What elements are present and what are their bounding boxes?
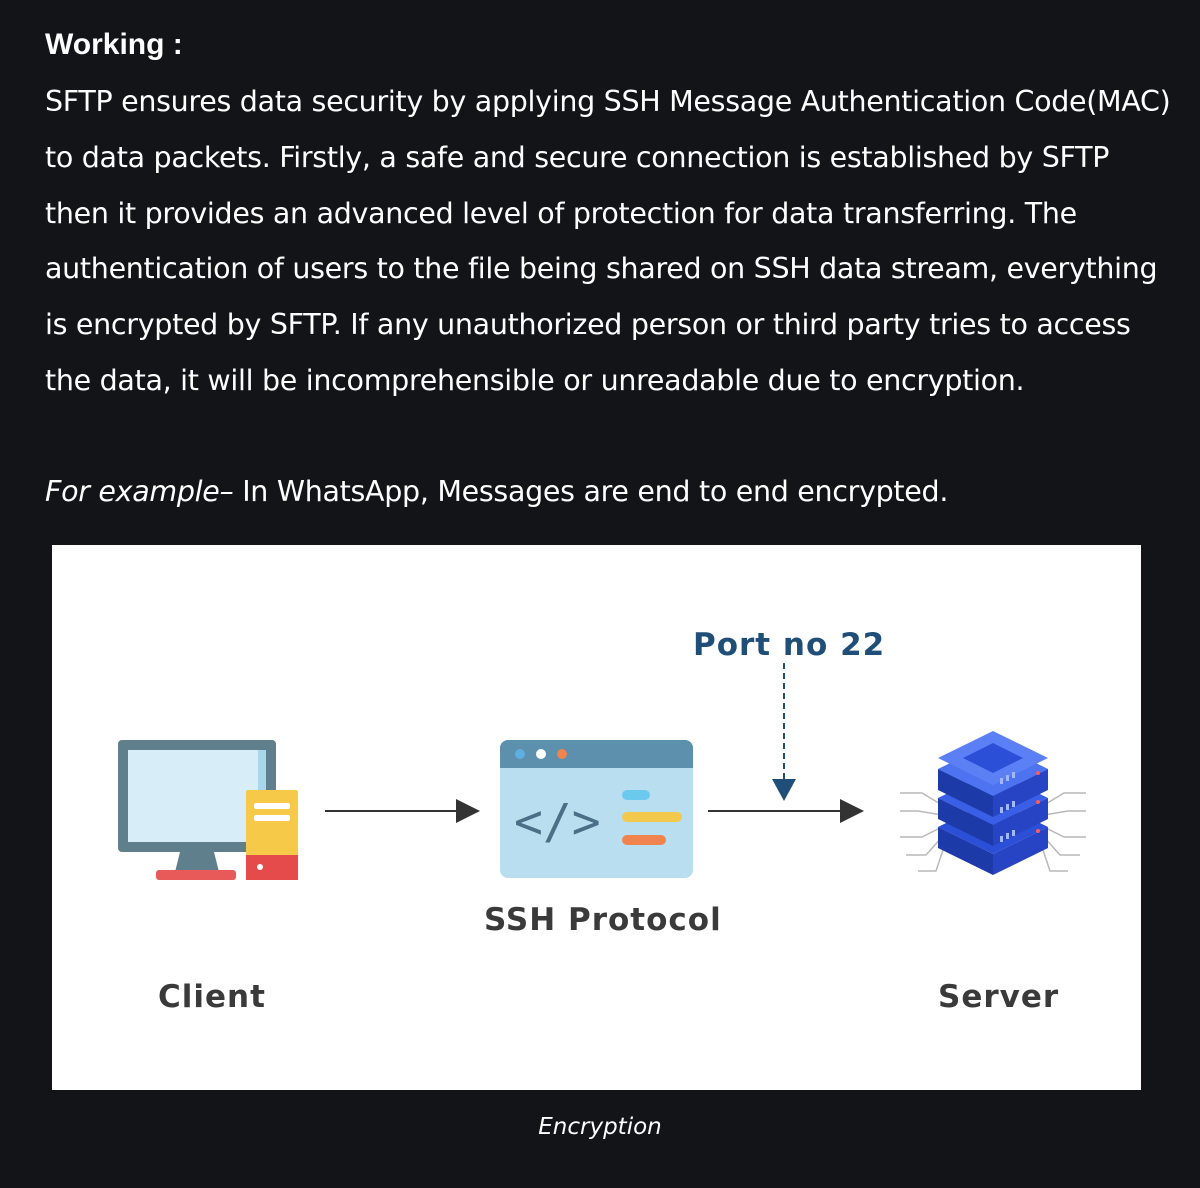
example-label: For example– [45, 475, 234, 508]
section-heading: Working : [45, 28, 183, 61]
example-line: For example– In WhatsApp, Messages are e… [45, 464, 948, 520]
diagram-canvas: </> [118, 663, 1086, 880]
client-computer-icon [118, 740, 298, 880]
ssh-code-window-icon: </> [500, 740, 693, 878]
figure-caption: Encryption [538, 1114, 662, 1140]
example-text: In WhatsApp, Messages are end to end enc… [233, 475, 949, 508]
arrow-client-to-ssh [325, 799, 480, 823]
code-glyph: </> [514, 794, 601, 850]
ssh-protocol-label: SSH Protocol [484, 902, 722, 938]
server-stack-icon [900, 731, 1086, 875]
port-label: Port no 22 [693, 627, 886, 663]
port-dashed-pointer [772, 663, 796, 801]
body-paragraph: SFTP ensures data security by applying S… [45, 85, 1171, 397]
sftp-diagram: </> [52, 545, 1141, 1090]
arrow-ssh-to-server [708, 799, 864, 823]
client-label: Client [158, 979, 266, 1015]
server-label: Server [938, 979, 1060, 1015]
